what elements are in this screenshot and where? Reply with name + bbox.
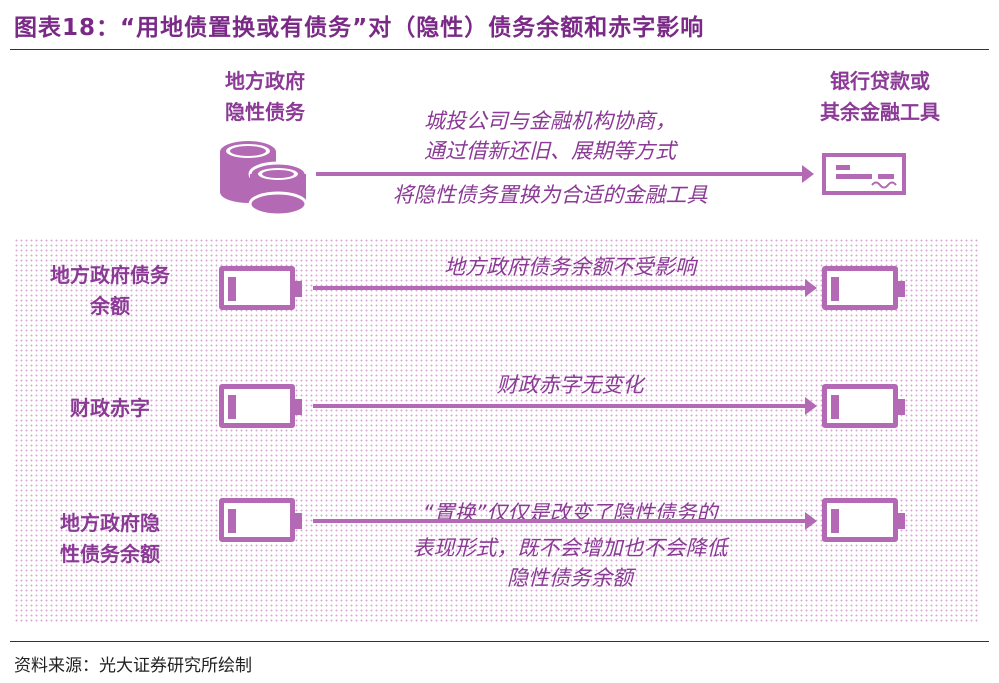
battery-icon — [219, 384, 302, 428]
top-divider — [10, 49, 989, 50]
coins-icon — [220, 141, 308, 216]
financial-instrument-icon — [822, 153, 906, 195]
row-label-local-debt: 地方政府债务余额 — [50, 263, 170, 318]
row-arrow — [313, 512, 817, 530]
replacement-arrow — [316, 165, 814, 183]
battery-icon — [822, 498, 905, 542]
figure-title: 图表18：“用地债置换或有债务”对（隐性）债务余额和赤字影响 — [14, 15, 705, 41]
row-note: “置换”仅仅是改变了隐性债务的表现形式，既不会增加也不会降低隐性债务余额 — [412, 501, 728, 590]
row-note: 财政赤字无变化 — [496, 373, 644, 397]
source-note: 资料来源：光大证券研究所绘制 — [14, 656, 252, 676]
row-arrow — [313, 279, 817, 297]
row-label-deficit: 财政赤字 — [70, 396, 150, 420]
local-hidden-debt-label: 地方政府隐性债务 — [225, 69, 305, 124]
bottom-divider — [10, 641, 989, 642]
row-label-hidden-debt: 地方政府隐性债务余额 — [60, 511, 160, 566]
battery-icon — [219, 498, 302, 542]
bank-loan-label: 银行贷款或其余金融工具 — [820, 69, 940, 124]
replacement-description: 城投公司与金融机构协商，通过借新还旧、展期等方式将隐性债务置换为合适的金融工具 — [392, 109, 708, 207]
battery-icon — [822, 384, 905, 428]
row-note: 地方政府债务余额不受影响 — [444, 255, 696, 279]
row-arrow — [313, 397, 817, 415]
battery-icon — [822, 266, 905, 310]
dotted-panel — [14, 238, 980, 624]
battery-icon — [219, 266, 302, 310]
